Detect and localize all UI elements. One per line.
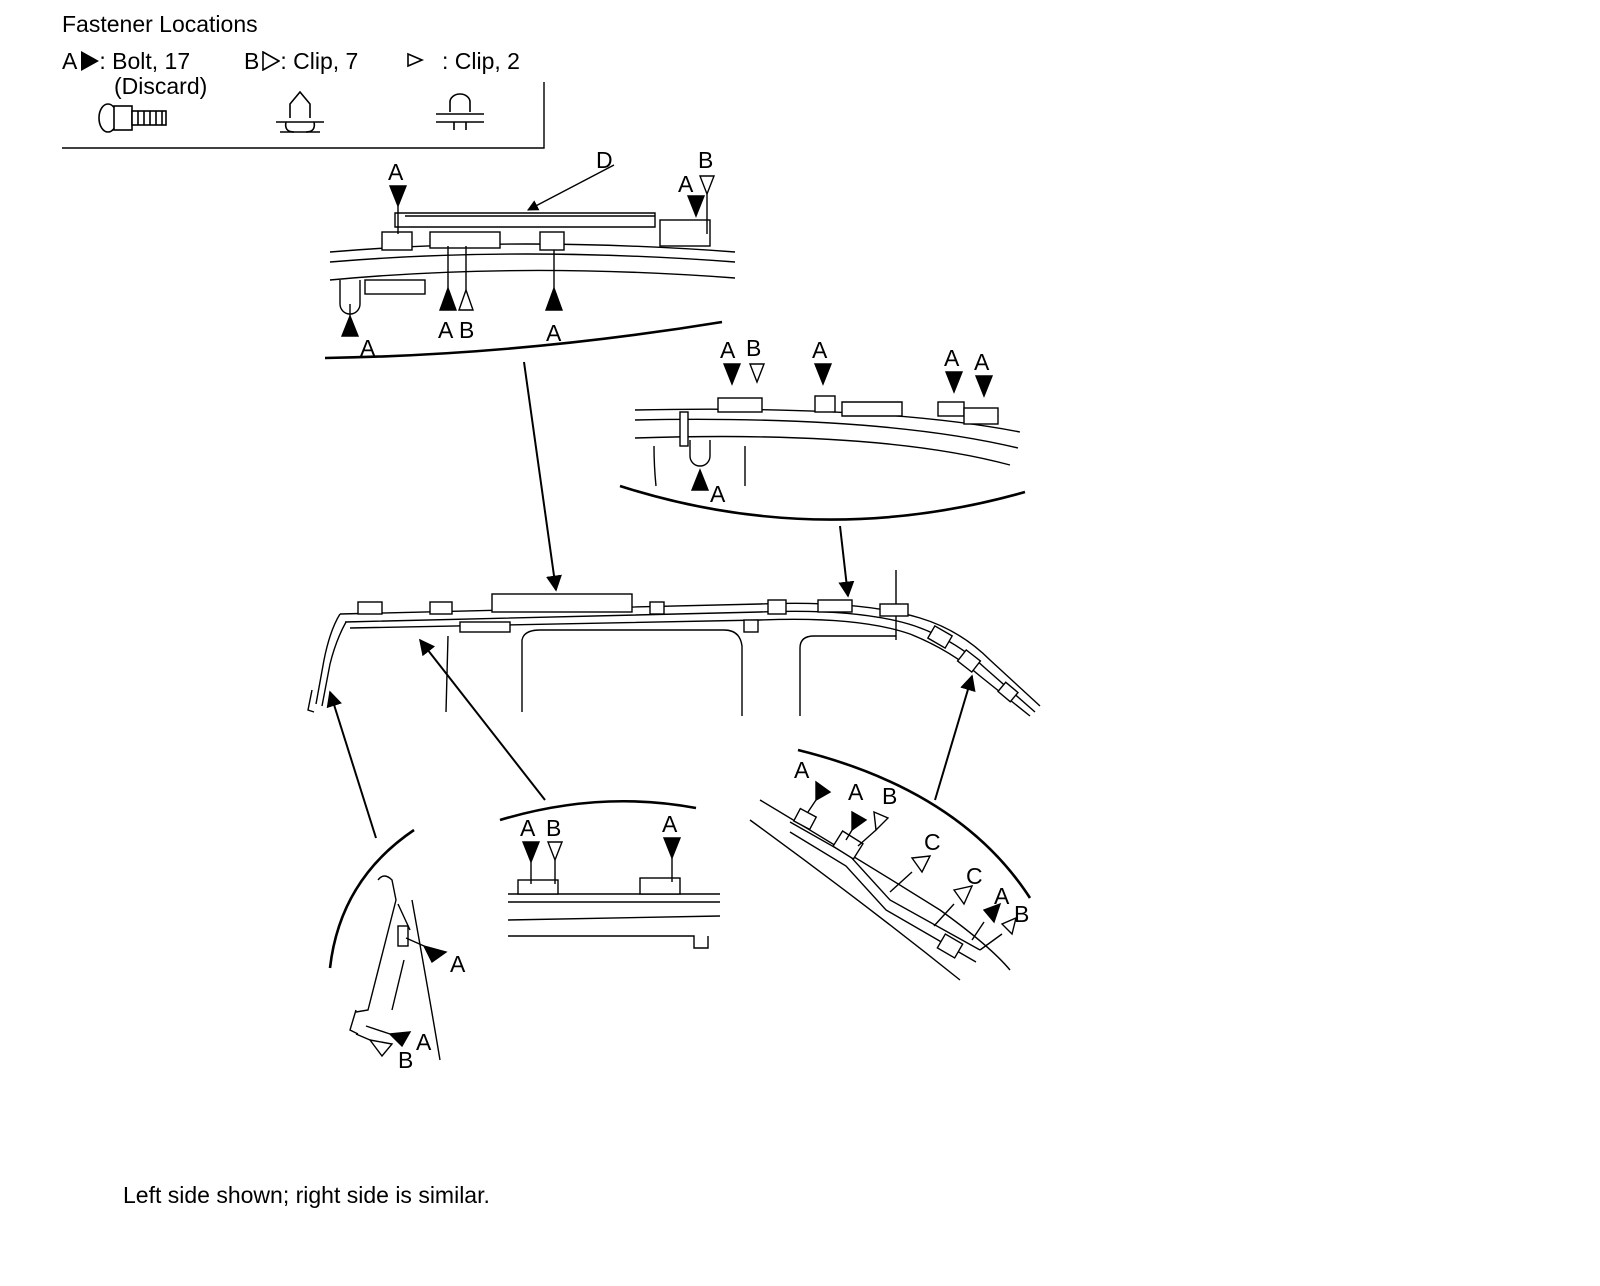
label-b: B [398, 1047, 413, 1073]
detail-top-labels: A D B A A A B A [360, 147, 713, 361]
detail-lower-middle [499, 799, 721, 949]
detail-right-upper-markers [690, 363, 994, 491]
detail-lower-middle-markers [521, 837, 682, 884]
legend-clip-7: B : Clip, 7 [244, 50, 358, 73]
legend-bolt-text: : Bolt, 17 [99, 48, 191, 74]
detail-lower-right-markers [807, 780, 1018, 951]
label-d: D [596, 147, 613, 173]
label-b: B [1014, 901, 1029, 927]
label-a: A [994, 883, 1010, 909]
open-triangle-marker-icon [262, 51, 281, 71]
label-a: A [812, 337, 828, 363]
label-a: A [388, 159, 404, 185]
detail-top [324, 212, 736, 360]
fastener-locations-title: Fastener Locations [62, 11, 258, 37]
legend-clip-2: : Clip, 2 [442, 48, 520, 74]
label-a: A [794, 757, 810, 783]
label-b: B [546, 815, 561, 841]
label-b: B [459, 317, 474, 343]
clip-icon [276, 90, 324, 133]
legend-clip-letter: B [244, 48, 260, 74]
label-b: B [698, 147, 713, 173]
detail-lower-middle-labels: A B A [520, 811, 678, 841]
label-b: B [882, 783, 897, 809]
label-a: A [520, 815, 536, 841]
label-a: A [438, 317, 454, 343]
legend-bolt-letter: A [62, 48, 78, 74]
detail-top-markers [340, 164, 716, 337]
detail-lower-left-markers [355, 937, 448, 1058]
filled-triangle-marker-icon [81, 51, 100, 71]
legend-bolt-discard: (Discard) [114, 73, 208, 99]
main-roof-rail [307, 570, 1041, 717]
label-b: B [746, 335, 761, 361]
label-a: A [662, 811, 678, 837]
footnote: Left side shown; right side is similar. [123, 1182, 490, 1208]
detail-lower-left [328, 828, 441, 1061]
label-a: A [416, 1029, 432, 1055]
leader-arrows [326, 361, 976, 839]
label-a: A [710, 481, 726, 507]
detail-lower-left-labels: A A B [398, 951, 466, 1073]
detail-right-upper-labels: A B A A A A [710, 335, 990, 507]
legend-clip-7-text: : Clip, 7 [280, 48, 359, 74]
label-a: A [848, 779, 864, 805]
label-a: A [974, 349, 990, 375]
bolt-icon [98, 103, 167, 133]
label-a: A [678, 171, 694, 197]
legend-bolt: A : Bolt, 17 [62, 50, 190, 73]
label-c: C [924, 829, 941, 855]
label-c: C [966, 863, 983, 889]
label-a: A [720, 337, 736, 363]
label-a: A [450, 951, 466, 977]
detail-right-upper [619, 395, 1026, 521]
label-a: A [546, 320, 562, 346]
detail-lower-right-labels: A A B C C A B [794, 757, 1029, 927]
small-clip-icon [436, 93, 484, 130]
small-clip-outline-icon [407, 52, 425, 68]
label-a: A [360, 335, 376, 361]
legend-box [62, 82, 545, 149]
label-a: A [944, 345, 960, 371]
